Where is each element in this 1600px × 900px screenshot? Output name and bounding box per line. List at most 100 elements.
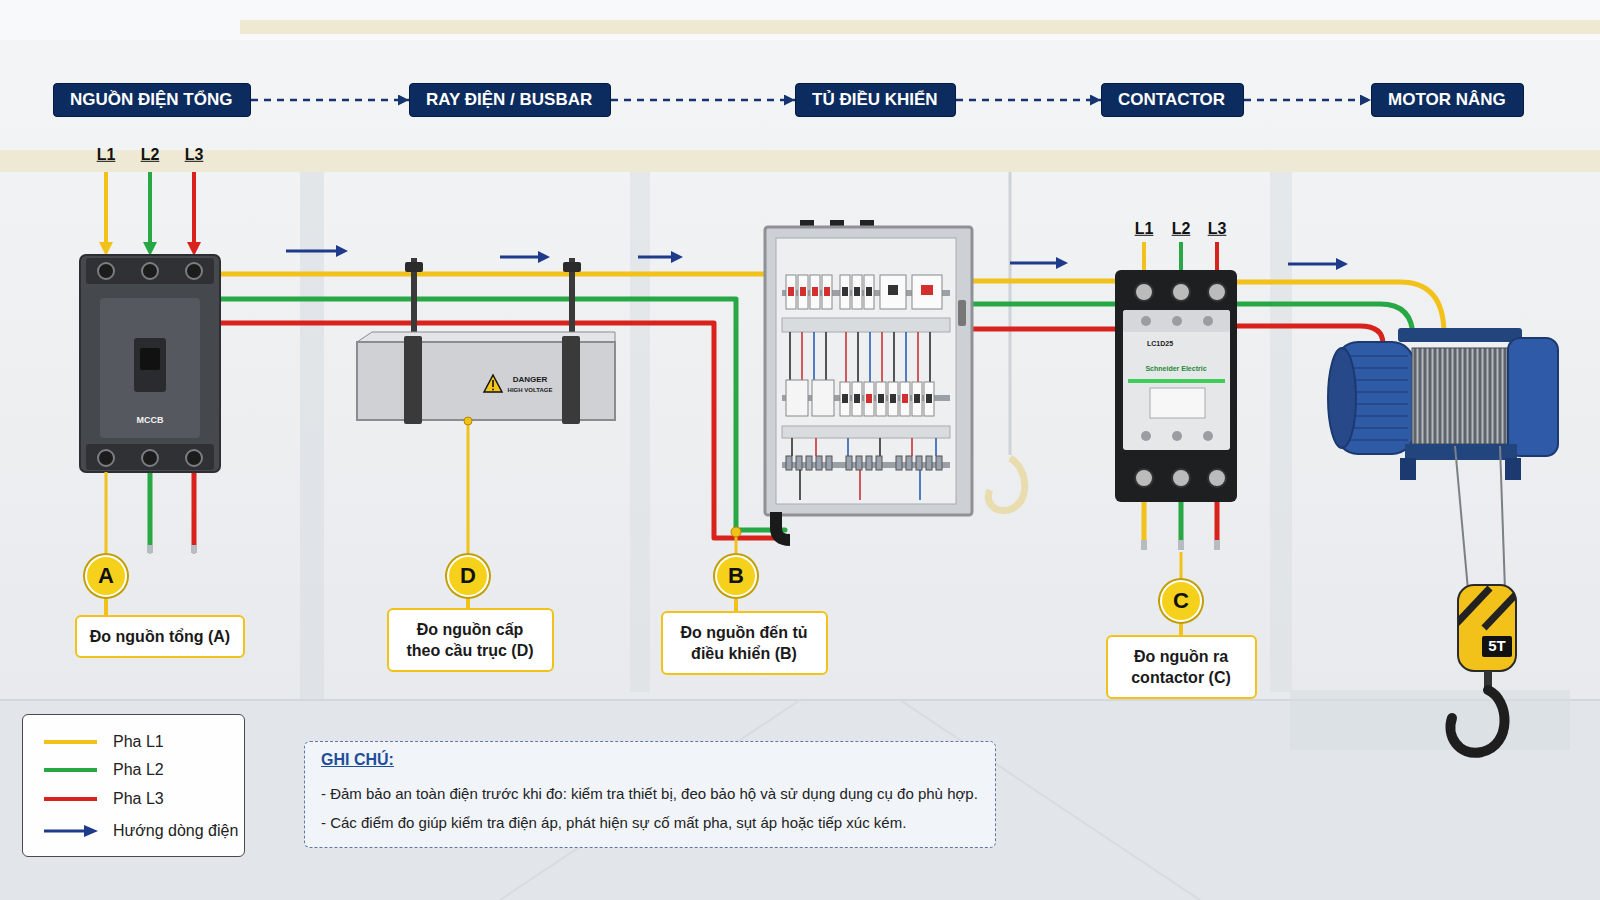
hook-block <box>1458 588 1516 628</box>
measure-dot <box>731 527 741 537</box>
hook-block <box>1482 636 1512 657</box>
phase-wire <box>972 279 1115 284</box>
phase-wire <box>1215 502 1220 540</box>
flow-arrow <box>956 99 1101 102</box>
control-cabinet <box>816 456 822 470</box>
wire-tip <box>191 545 197 553</box>
mccb-breaker <box>86 258 214 284</box>
hoist-motor <box>1350 391 1408 393</box>
phase-wire <box>972 302 1115 307</box>
capacity-label: 5T <box>1488 637 1506 654</box>
legend-swatch <box>44 797 97 801</box>
control-cabinet <box>896 456 902 470</box>
measure-leader <box>735 537 738 553</box>
callout-circle: A <box>85 555 127 597</box>
contactor <box>1172 316 1182 326</box>
control-cabinet <box>852 382 862 416</box>
control-cabinet <box>845 332 847 382</box>
control-cabinet <box>782 426 950 438</box>
factory-background <box>0 0 1600 40</box>
hoist-motor <box>1508 338 1558 456</box>
control-cabinet <box>958 300 966 326</box>
measure-point-box: Đo nguồn ra contactor (C) <box>1106 635 1257 699</box>
current-direction-arrow <box>500 256 540 259</box>
brand-label: Schneider Electric <box>1145 365 1206 373</box>
busbar <box>562 336 580 424</box>
wire-tip <box>147 540 1220 553</box>
contactor <box>1123 310 1230 332</box>
control-cabinet <box>900 382 910 416</box>
phase-wire <box>972 327 1115 332</box>
control-cabinet <box>782 318 950 332</box>
factory-background <box>300 172 324 712</box>
callout-letter: D <box>460 565 476 587</box>
leader-line <box>466 597 470 608</box>
control-cabinet <box>935 438 937 456</box>
current-direction-arrow <box>1288 263 1338 266</box>
control-cabinet <box>810 275 820 309</box>
step-title: TỦ ĐIỀU KHIỂN <box>812 90 939 110</box>
mccb-breaker <box>86 444 214 470</box>
control-cabinet <box>876 382 886 416</box>
control-cabinet <box>799 470 801 500</box>
hoist-motor <box>1350 439 1408 441</box>
current-direction-arrow <box>538 251 550 263</box>
control-cabinet <box>786 275 796 309</box>
phase-label: L2 <box>141 146 160 164</box>
hoist-motor <box>1398 328 1522 342</box>
factory-background <box>1290 690 1570 750</box>
measure-point-text: Đo nguồn đến tủ điều khiển (B) <box>675 622 813 664</box>
control-cabinet <box>840 275 850 309</box>
legend-arrow <box>84 825 98 837</box>
warning-label: DANGER <box>513 375 548 384</box>
measure-leader <box>106 421 1181 578</box>
control-cabinet <box>905 332 907 382</box>
control-cabinet <box>893 332 895 382</box>
legend-row: Pha L2 <box>23 757 244 783</box>
legend-text: Pha L2 <box>113 757 244 783</box>
mccb-breaker <box>186 263 202 279</box>
step-title: NGUỒN ĐIỆN TỔNG <box>70 90 234 110</box>
legend-row: Hướng dòng điện <box>23 818 244 844</box>
breaker-label: MCCB <box>137 415 164 425</box>
wire-tip <box>1141 540 1147 550</box>
control-cabinet <box>765 220 972 540</box>
callout-circle: D <box>447 555 489 597</box>
control-cabinet <box>846 456 852 470</box>
flow-step-box: RAY ĐIỆN / BUSBAR <box>409 83 611 117</box>
phase-input-wire <box>148 172 152 244</box>
measure-point-text: Đo nguồn ra contactor (C) <box>1120 646 1242 688</box>
measure-leader <box>105 472 108 553</box>
contactor <box>1208 469 1226 487</box>
phase-wire <box>220 272 766 277</box>
hook-block <box>1458 588 1490 624</box>
control-cabinet <box>866 456 872 470</box>
phase-input-wire <box>187 242 201 256</box>
contactor <box>1115 270 1237 502</box>
phase-input-wire <box>1142 242 1146 272</box>
control-cabinet <box>916 456 922 470</box>
control-cabinet <box>859 470 861 500</box>
phase-label: L1 <box>97 146 116 164</box>
hook-block <box>1450 690 1504 753</box>
control-cabinet <box>881 332 883 382</box>
phase-wire <box>220 299 785 530</box>
mccb-breaker <box>142 263 158 279</box>
control-cabinet <box>876 456 882 470</box>
current-direction-arrow <box>286 250 338 253</box>
control-cabinet <box>801 332 803 380</box>
hoist-motor <box>1412 348 1512 444</box>
control-cabinet <box>880 275 906 309</box>
control-cabinet <box>826 456 832 470</box>
control-cabinet <box>815 438 817 456</box>
mccb-breaker <box>80 255 220 472</box>
control-cabinet <box>869 332 871 382</box>
legend-box: Pha L1Pha L2Pha L3Hướng dòng điện <box>22 714 245 857</box>
contactor <box>1172 431 1182 441</box>
measure-point-box: Đo nguồn đến tủ điều khiển (B) <box>661 611 828 675</box>
contactor <box>1141 431 1151 441</box>
control-cabinet <box>879 438 881 456</box>
note-text: - Các điểm đo giúp kiểm tra điện áp, phá… <box>321 808 979 837</box>
control-cabinet <box>936 456 942 470</box>
